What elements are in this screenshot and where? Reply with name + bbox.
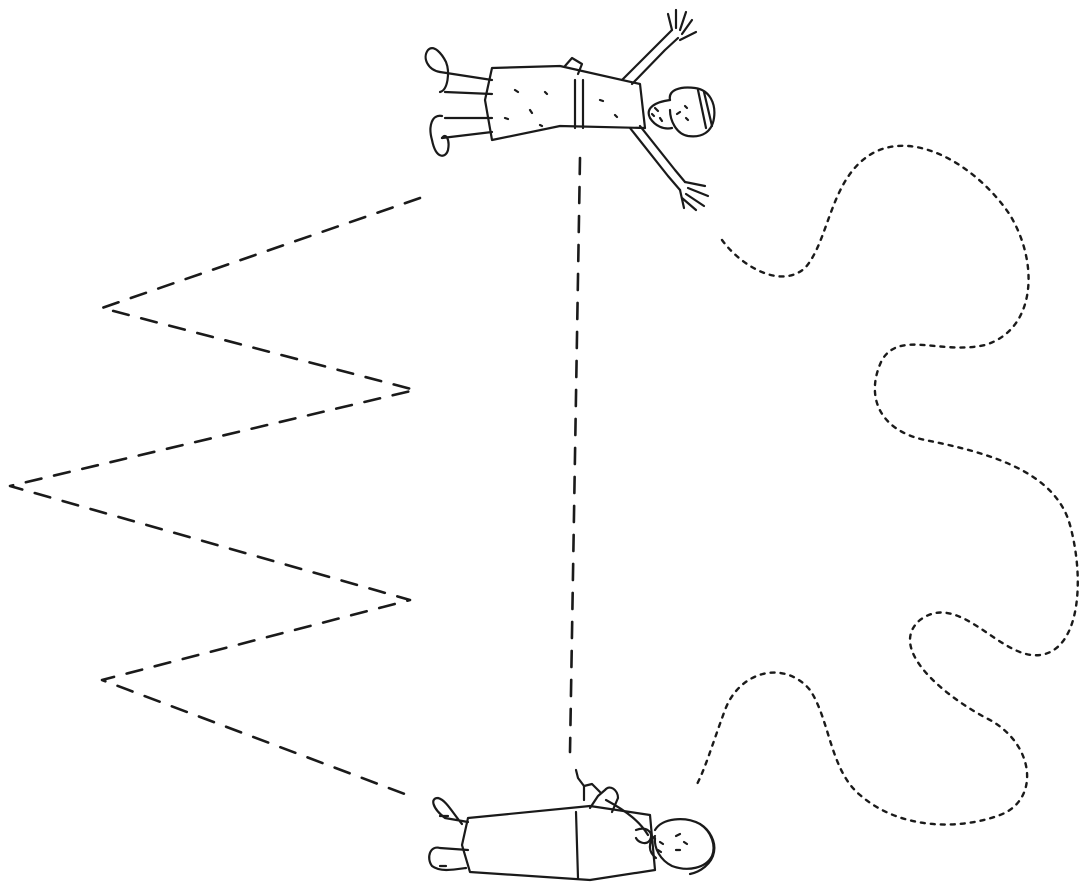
bottom-figure-pointing	[428, 768, 716, 882]
dashed-center-line	[568, 156, 582, 754]
top-figure-arms-raised	[424, 8, 716, 212]
dotted-wavy-path	[693, 144, 1079, 826]
dashed-zigzag-path	[8, 196, 422, 798]
